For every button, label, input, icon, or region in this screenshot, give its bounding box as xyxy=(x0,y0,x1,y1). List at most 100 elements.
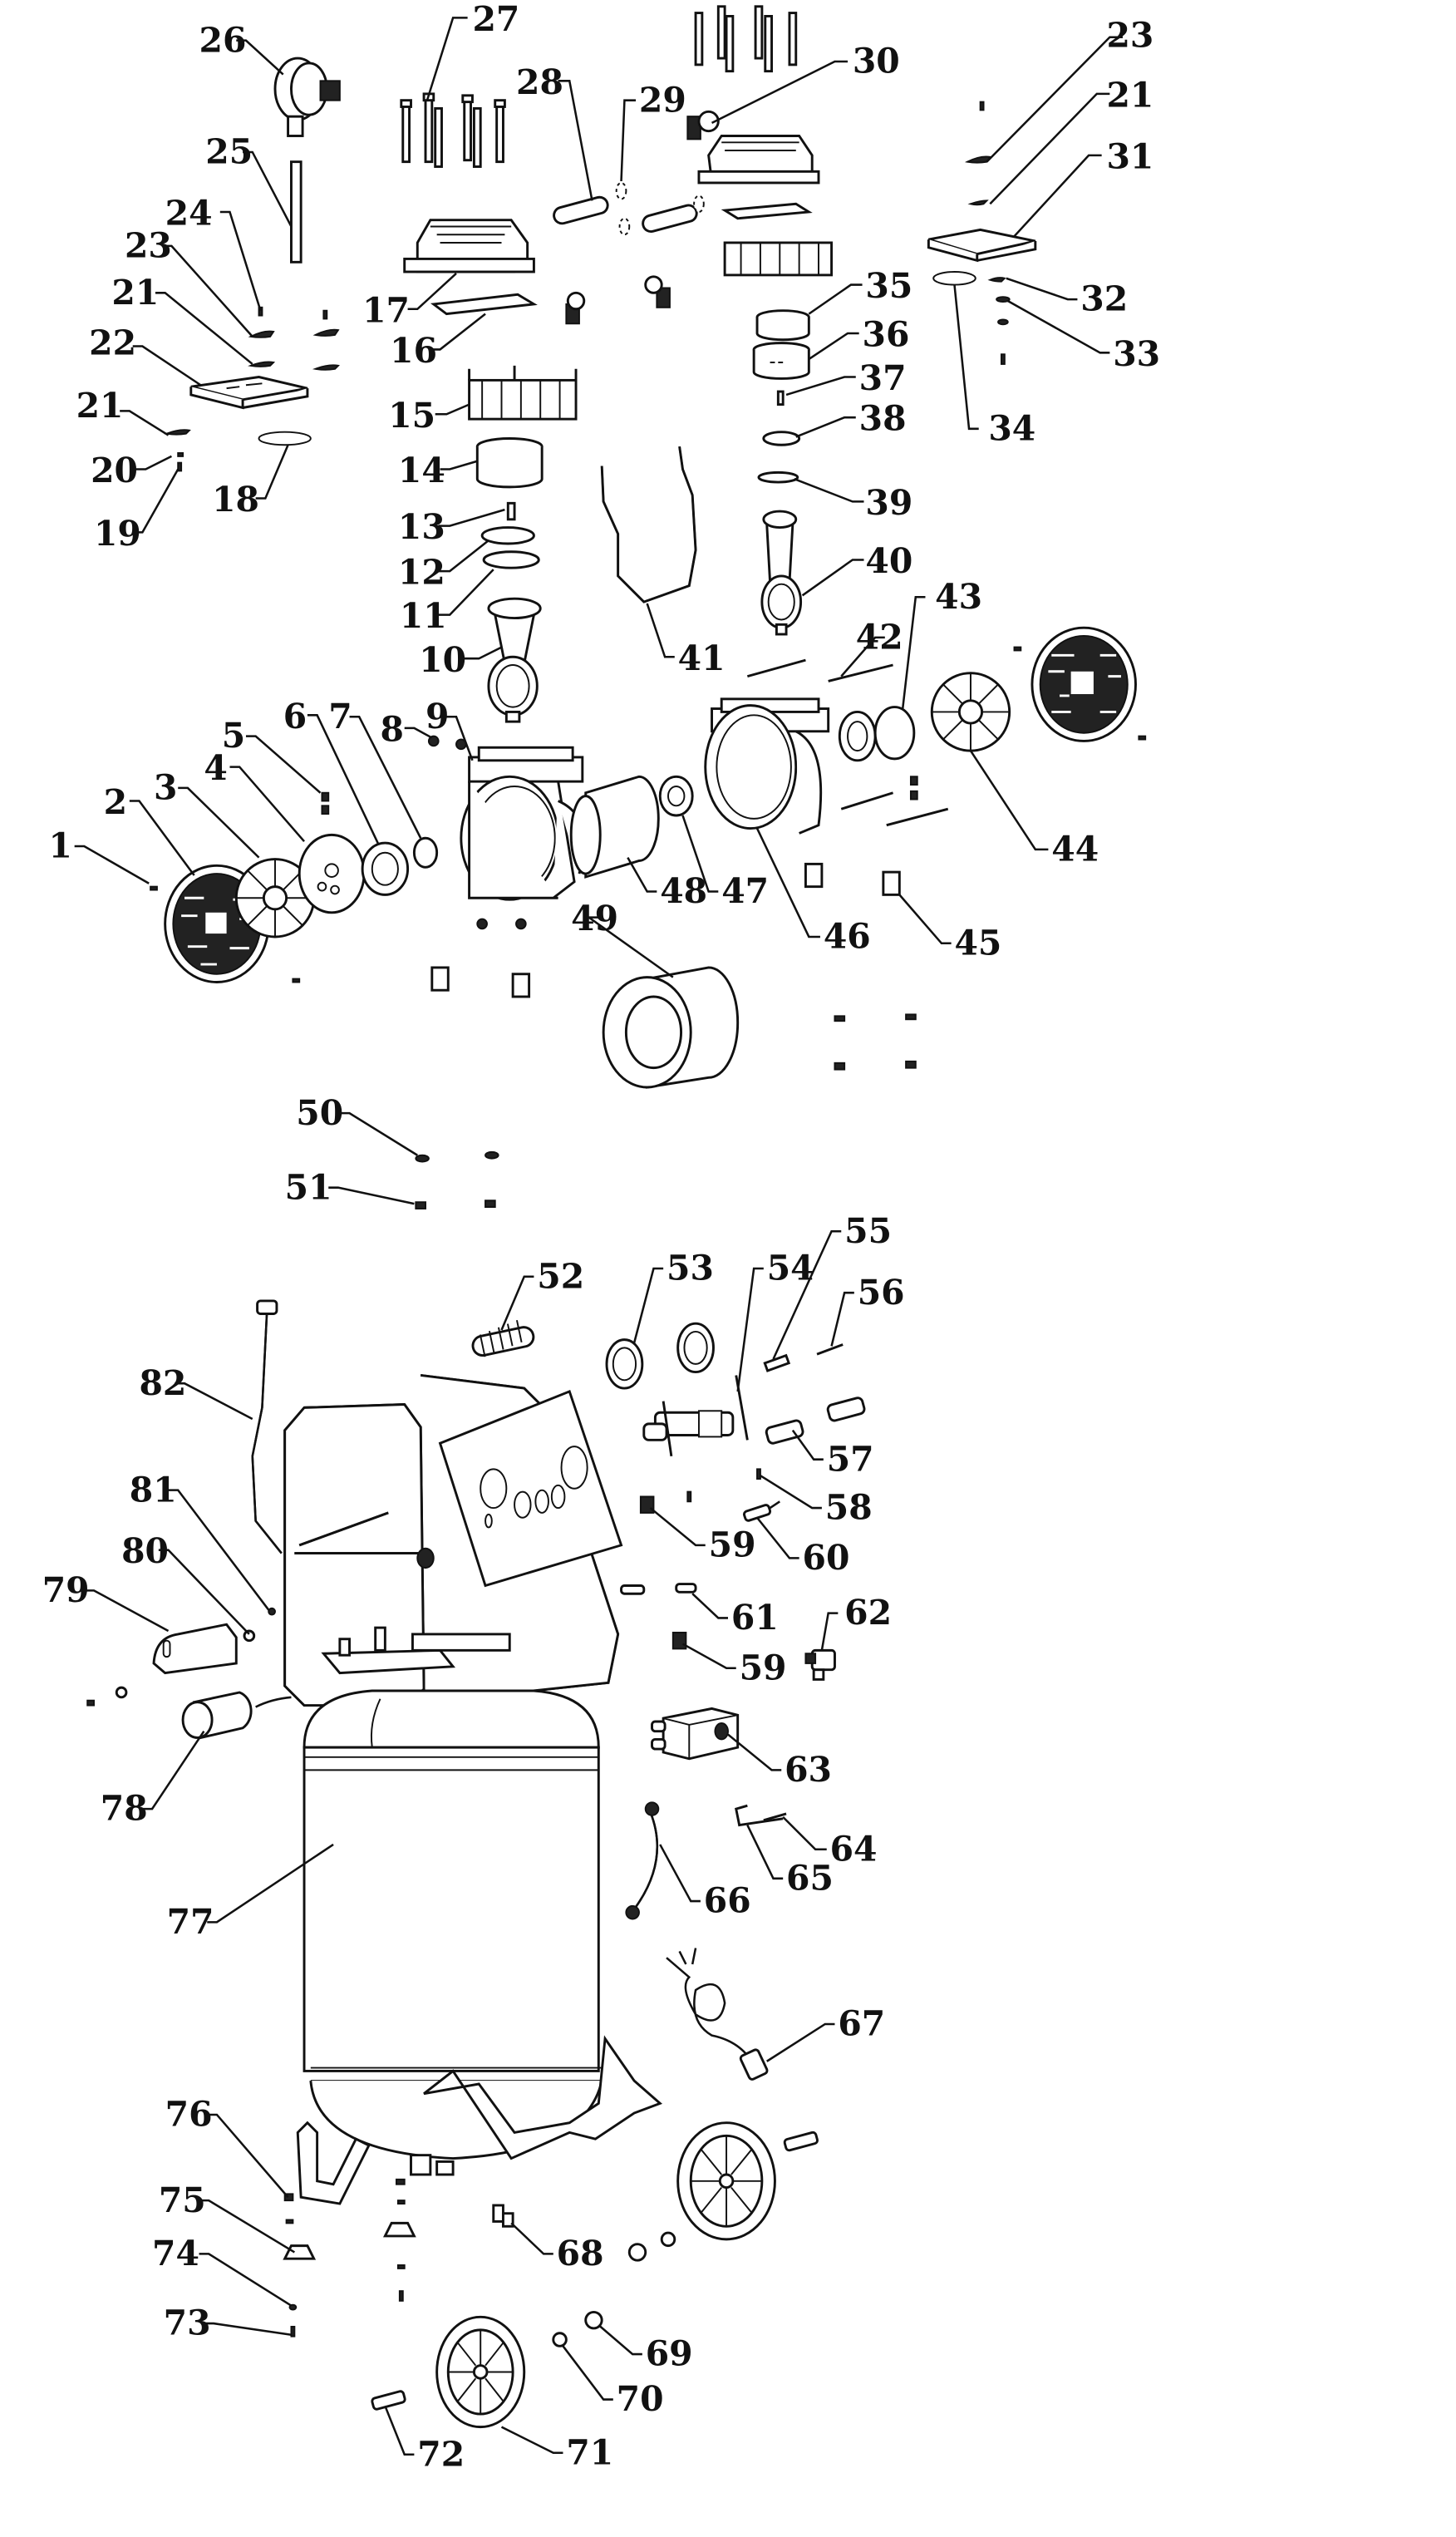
callout-1: 1 xyxy=(49,826,72,866)
part-35-sleeve-right xyxy=(755,309,810,342)
callout-82: 82 xyxy=(140,1363,187,1403)
part-9-crankcase-left xyxy=(460,746,586,901)
part-70-washer xyxy=(552,2332,568,2347)
part-22-valve-plate-left xyxy=(189,376,309,410)
callout-3: 3 xyxy=(154,768,177,808)
callout-18: 18 xyxy=(212,480,259,520)
callout-79: 79 xyxy=(42,1570,90,1610)
callout-32: 32 xyxy=(1080,279,1128,319)
callout-58: 58 xyxy=(825,1488,873,1528)
part-30-elbow xyxy=(686,110,720,140)
callout-74: 74 xyxy=(152,2234,199,2273)
callout-76: 76 xyxy=(165,2095,213,2135)
part-71-wheel-lower xyxy=(435,2315,526,2429)
callout-27: 27 xyxy=(472,0,519,39)
control-panel xyxy=(438,1389,623,1588)
callout-5: 5 xyxy=(222,716,245,756)
callout-65: 65 xyxy=(786,1858,834,1898)
callout-43: 43 xyxy=(935,577,982,617)
callout-7: 7 xyxy=(328,697,352,736)
callout-12: 12 xyxy=(398,553,445,593)
callout-24: 24 xyxy=(165,194,213,234)
callout-40: 40 xyxy=(865,541,912,581)
part-39-ring xyxy=(757,470,799,484)
callout-45: 45 xyxy=(955,923,1002,963)
callout-23a: 23 xyxy=(125,225,172,265)
part-48-rotor xyxy=(569,775,660,879)
callout-49: 49 xyxy=(571,899,618,938)
part-71-wheel-upper xyxy=(676,2121,776,2241)
part-64-65-bracket xyxy=(735,1804,787,1827)
callout-59b: 59 xyxy=(740,1648,787,1687)
part-7-circlip xyxy=(412,836,439,869)
callout-80: 80 xyxy=(121,1531,169,1571)
callout-37: 37 xyxy=(859,358,907,398)
callout-22: 22 xyxy=(89,323,136,362)
callout-71: 71 xyxy=(566,2432,613,2472)
callout-31: 31 xyxy=(1106,136,1153,176)
callout-6: 6 xyxy=(283,697,307,736)
callout-14: 14 xyxy=(398,451,445,490)
part-28-transfer-tubes xyxy=(553,195,698,234)
callout-53: 53 xyxy=(667,1249,714,1288)
callout-66: 66 xyxy=(704,1881,751,1921)
callout-54: 54 xyxy=(767,1249,814,1288)
callout-69: 69 xyxy=(646,2334,693,2374)
callout-73: 73 xyxy=(164,2303,211,2343)
part-52-spring xyxy=(471,1319,535,1357)
callout-57: 57 xyxy=(827,1439,874,1479)
part-cylinder-head-right xyxy=(697,135,834,277)
part-38-cup xyxy=(762,431,801,446)
callout-44: 44 xyxy=(1051,830,1099,869)
callout-4: 4 xyxy=(204,748,227,788)
part-72-axle-bolt-upper xyxy=(783,2131,819,2152)
part-valve-reeds-left xyxy=(163,306,340,472)
callout-48: 48 xyxy=(660,871,707,911)
part-11-ring xyxy=(482,550,540,569)
callout-75: 75 xyxy=(159,2180,206,2220)
part-screw-small-2 xyxy=(686,1490,692,1503)
callout-29: 29 xyxy=(639,80,686,120)
callout-78: 78 xyxy=(101,1789,148,1829)
callout-46: 46 xyxy=(824,917,871,957)
part-5-keys xyxy=(321,791,330,815)
part-43-bearing xyxy=(838,706,916,762)
part-47-bearing xyxy=(658,775,694,817)
part-63-pressure-switch xyxy=(651,1707,740,1761)
callout-38: 38 xyxy=(859,399,907,439)
callout-72: 72 xyxy=(417,2434,465,2474)
part-25-tube xyxy=(290,160,303,264)
parts-artwork xyxy=(86,5,1147,2429)
callout-16: 16 xyxy=(390,331,437,371)
part-elbow-fittings xyxy=(565,275,671,325)
callout-34: 34 xyxy=(988,408,1035,448)
wheel-bracket xyxy=(423,2035,663,2160)
part-57-couplers xyxy=(765,1397,866,1445)
part-washer-upper xyxy=(660,2231,676,2248)
callout-26: 26 xyxy=(199,20,247,60)
part-60-safety-valve xyxy=(742,1500,780,1522)
callout-61: 61 xyxy=(731,1598,779,1638)
part-26-valve-head xyxy=(273,57,341,137)
callout-47: 47 xyxy=(721,871,769,911)
callout-28: 28 xyxy=(516,62,563,102)
part-6-bearing xyxy=(361,841,410,896)
drain-fittings xyxy=(410,2154,455,2176)
callout-36: 36 xyxy=(863,315,910,355)
part-fan-guard-right xyxy=(1013,626,1147,742)
part-nut-upper xyxy=(627,2243,647,2262)
part-68-drain-valve xyxy=(492,2204,514,2228)
callout-62: 62 xyxy=(844,1593,892,1633)
callout-2: 2 xyxy=(104,782,127,822)
part-mounts-left xyxy=(430,966,531,998)
part-14-sleeve xyxy=(475,437,544,489)
part-1-screw xyxy=(150,885,158,891)
part-66-hose xyxy=(625,1801,660,1920)
part-washer-79 xyxy=(115,1686,128,1699)
part-78-capacitor xyxy=(181,1691,292,1740)
part-56-bolt xyxy=(816,1343,844,1356)
callout-68: 68 xyxy=(557,2234,604,2273)
callout-21b: 21 xyxy=(1106,75,1153,115)
